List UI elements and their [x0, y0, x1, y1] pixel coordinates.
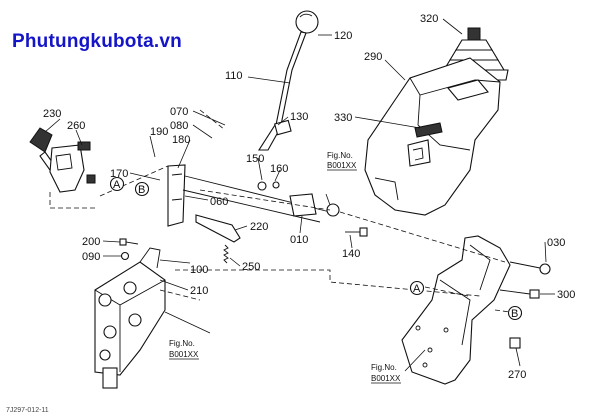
- joint-010: [257, 181, 340, 217]
- label-290: 290: [364, 51, 382, 63]
- label-160: 160: [270, 163, 288, 175]
- label-170: 170: [110, 168, 128, 180]
- svg-text:Fig.No.: Fig.No.: [327, 151, 353, 160]
- bracket-260: [49, 141, 96, 193]
- label-150: 150: [246, 153, 264, 165]
- spring-250: [223, 244, 229, 264]
- label-300: 300: [557, 289, 575, 301]
- label-100: 100: [190, 264, 208, 276]
- label-320: 320: [420, 13, 438, 25]
- label-210: 210: [190, 285, 208, 297]
- fig-ref-left: Fig.No. B001XX: [169, 339, 199, 360]
- svg-text:A: A: [113, 179, 121, 191]
- label-130: 130: [290, 111, 308, 123]
- fig-ref-top: Fig.No. B001XX: [327, 151, 357, 171]
- bolt-030: [509, 261, 551, 275]
- label-090: 090: [82, 251, 100, 263]
- label-250: 250: [242, 261, 260, 273]
- svg-text:Fig.No.: Fig.No.: [169, 339, 195, 348]
- label-220: 220: [250, 221, 268, 233]
- label-330: 330: [334, 112, 352, 124]
- label-010: 010: [290, 234, 308, 246]
- bolt-140: [345, 227, 368, 237]
- label-110: 110: [225, 70, 243, 82]
- svg-text:B001XX: B001XX: [169, 350, 199, 359]
- ref-marker-a-left: A: [109, 176, 125, 192]
- watermark-brand: Phutungkubota.vn: [12, 31, 182, 52]
- svg-text:B: B: [511, 308, 518, 320]
- diagram-code: 7J297-012-11: [6, 407, 49, 414]
- svg-text:B: B: [138, 184, 145, 196]
- washer-090: [120, 251, 130, 261]
- bracket-060: [167, 164, 186, 227]
- label-230: 230: [43, 108, 61, 120]
- label-180: 180: [172, 134, 190, 146]
- label-260: 260: [67, 120, 85, 132]
- svg-text:B001XX: B001XX: [371, 374, 401, 383]
- svg-text:A: A: [413, 283, 421, 295]
- label-080: 080: [170, 120, 188, 132]
- label-030: 030: [547, 237, 565, 249]
- ref-marker-b-right: B: [507, 305, 523, 321]
- support-plate: [401, 235, 511, 385]
- label-120: 120: [334, 30, 352, 42]
- arm-220: [195, 214, 241, 243]
- label-140: 140: [342, 248, 360, 260]
- lever-knob-120: [295, 10, 319, 34]
- console-cover-290: [364, 57, 501, 216]
- label-070: 070: [170, 106, 188, 118]
- ref-marker-b-left: B: [134, 181, 150, 197]
- label-200: 200: [82, 236, 100, 248]
- control-valve: [94, 247, 166, 389]
- fig-ref-bottom: Fig.No. B001XX: [371, 363, 401, 384]
- label-060: 060: [210, 196, 228, 208]
- leader-lines: [44, 18, 555, 372]
- nut-270: [509, 337, 521, 349]
- connection-lines: [49, 109, 511, 313]
- svg-text:Fig.No.: Fig.No.: [371, 363, 397, 372]
- label-190: 190: [150, 126, 168, 138]
- screw-200: [119, 238, 139, 246]
- bolt-300: [499, 289, 540, 299]
- label-270: 270: [508, 369, 526, 381]
- part-labels: 120 110 230 260 190 070 080 180 130 320 …: [43, 13, 575, 381]
- ref-marker-a-right: A: [409, 280, 425, 296]
- svg-text:B001XX: B001XX: [327, 161, 357, 170]
